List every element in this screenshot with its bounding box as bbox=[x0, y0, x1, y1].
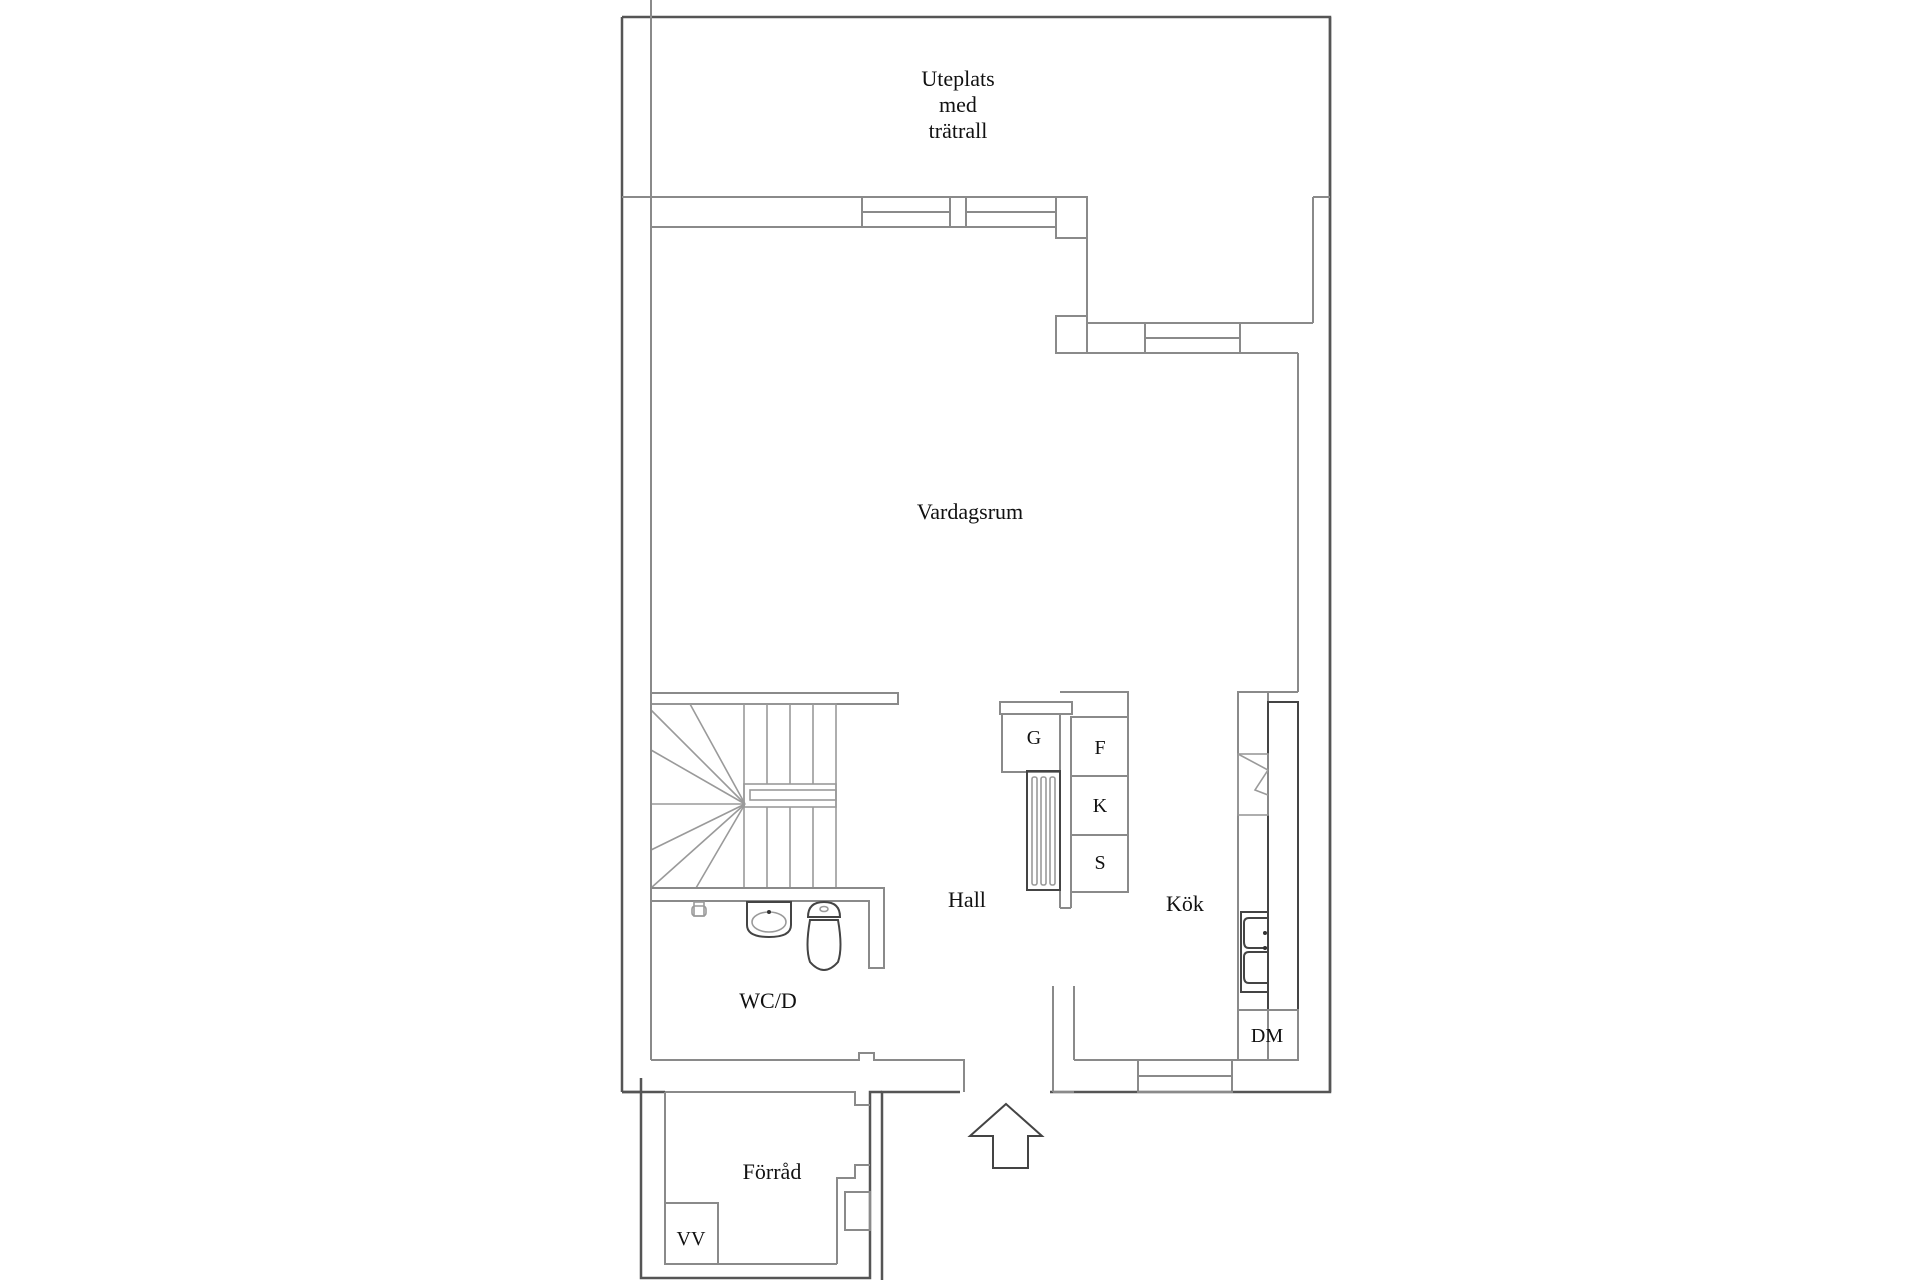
wardrobe-block bbox=[999, 691, 1129, 909]
patio-label-line3: trätrall bbox=[929, 118, 988, 143]
wardrobe-f-label: F bbox=[1094, 737, 1105, 759]
living-room-label: Vardagsrum bbox=[917, 499, 1023, 524]
outer-walls bbox=[620, 15, 1332, 1280]
hall-label: Hall bbox=[948, 887, 986, 912]
staircase[interactable] bbox=[650, 692, 899, 889]
dishwasher-label: DM bbox=[1251, 1025, 1283, 1047]
wc-room-walls bbox=[650, 0, 965, 1092]
entrance-arrow-icon bbox=[967, 1102, 1045, 1169]
storage-label: Förråd bbox=[743, 1159, 802, 1184]
kitchen-label: Kök bbox=[1166, 891, 1204, 916]
dishwasher-box bbox=[1237, 1009, 1299, 1061]
radiator-icon bbox=[1026, 770, 1061, 891]
patio-label-line2: med bbox=[939, 92, 977, 117]
sink-icon bbox=[746, 901, 792, 939]
patio-boundary bbox=[622, 196, 1330, 323]
kitchen-sink-icon bbox=[1240, 911, 1269, 993]
kitchen-counter bbox=[1237, 691, 1299, 1061]
storage-walls bbox=[622, 1078, 882, 1280]
living-room-walls bbox=[650, 196, 1313, 694]
hall-walls bbox=[1052, 986, 1238, 1093]
patio-label-line1: Uteplats bbox=[921, 66, 994, 91]
shower-head-icon bbox=[691, 901, 707, 917]
wardrobe-s-label: S bbox=[1094, 852, 1105, 874]
water-heater-label: VV bbox=[677, 1228, 706, 1250]
wc-label: WC/D bbox=[739, 988, 796, 1013]
wardrobe-k-label: K bbox=[1093, 795, 1108, 817]
wardrobe-g-label: G bbox=[1027, 727, 1041, 749]
toilet-icon bbox=[806, 900, 842, 971]
